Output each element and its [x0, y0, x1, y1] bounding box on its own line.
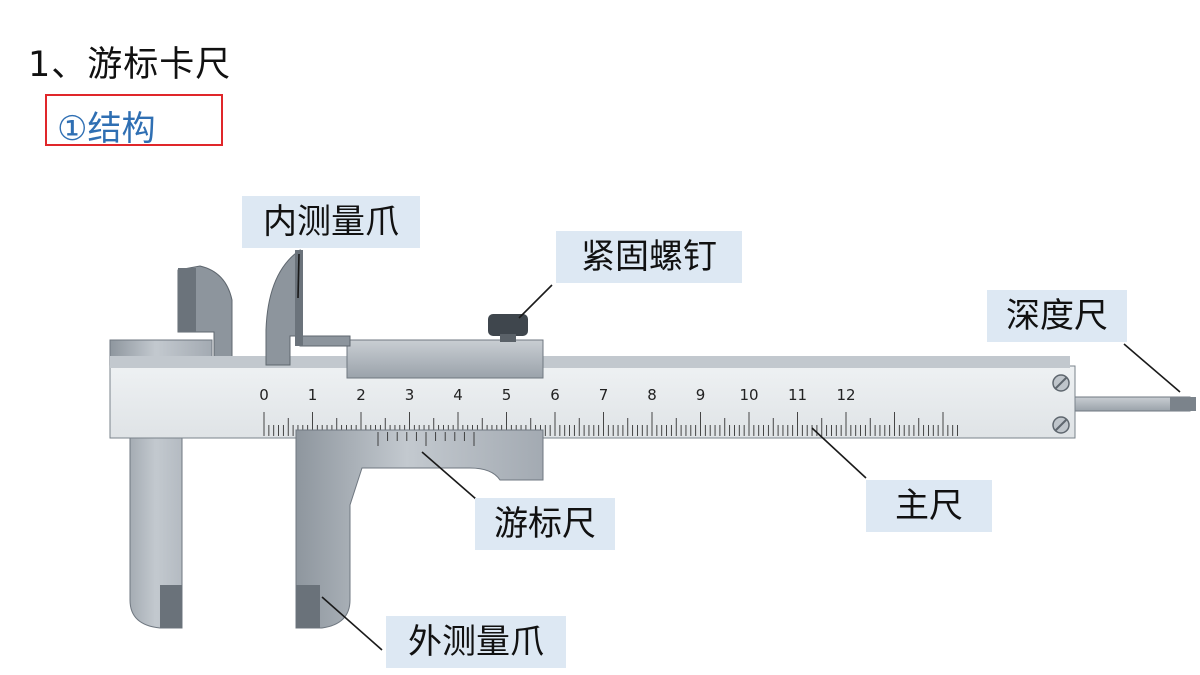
- fixed-jaw: [109, 265, 233, 629]
- main-scale-ticks: [263, 412, 958, 436]
- leader-depth-rod: [1123, 343, 1181, 393]
- scale-number: 3: [405, 386, 415, 404]
- vernier-scale-ticks: [377, 432, 475, 446]
- depth-rod: [1069, 396, 1196, 412]
- main-scale-bar: [109, 356, 1076, 439]
- scale-number: 2: [356, 386, 366, 404]
- leader-inner-jaw: [297, 253, 300, 299]
- main-scale-numbers: 0 1 2 3 4 5 6 7 8 9 10 11 12: [259, 386, 855, 404]
- page-title: 1、游标卡尺: [28, 45, 232, 85]
- leader-lock-screw: [518, 284, 553, 319]
- section-subtitle-box: ①结构: [45, 94, 223, 149]
- scale-number: 6: [550, 386, 560, 404]
- scale-number: 7: [599, 386, 609, 404]
- label-depth-rod: 深度尺: [987, 290, 1127, 342]
- scale-number: 9: [696, 386, 706, 404]
- leader-outer-jaw: [321, 596, 383, 651]
- scale-number: 11: [788, 386, 807, 404]
- vernier-slider: [265, 249, 544, 629]
- label-lock-screw: 紧固螺钉: [556, 231, 742, 283]
- label-outer-jaw: 外测量爪: [386, 616, 566, 668]
- scale-number: 12: [836, 386, 855, 404]
- scale-number: 1: [308, 386, 318, 404]
- scale-number: 0: [259, 386, 269, 404]
- leader-lines: [297, 253, 1181, 651]
- scale-number: 8: [647, 386, 657, 404]
- scale-number: 5: [502, 386, 512, 404]
- label-main-scale: 主尺: [866, 480, 992, 532]
- section-subtitle: ①结构: [57, 109, 156, 149]
- scale-number: 10: [739, 386, 758, 404]
- scale-number: 4: [453, 386, 463, 404]
- label-vernier: 游标尺: [475, 498, 615, 550]
- label-inner-jaw: 内测量爪: [242, 196, 420, 248]
- leader-main-scale: [811, 427, 867, 479]
- leader-vernier: [421, 451, 485, 507]
